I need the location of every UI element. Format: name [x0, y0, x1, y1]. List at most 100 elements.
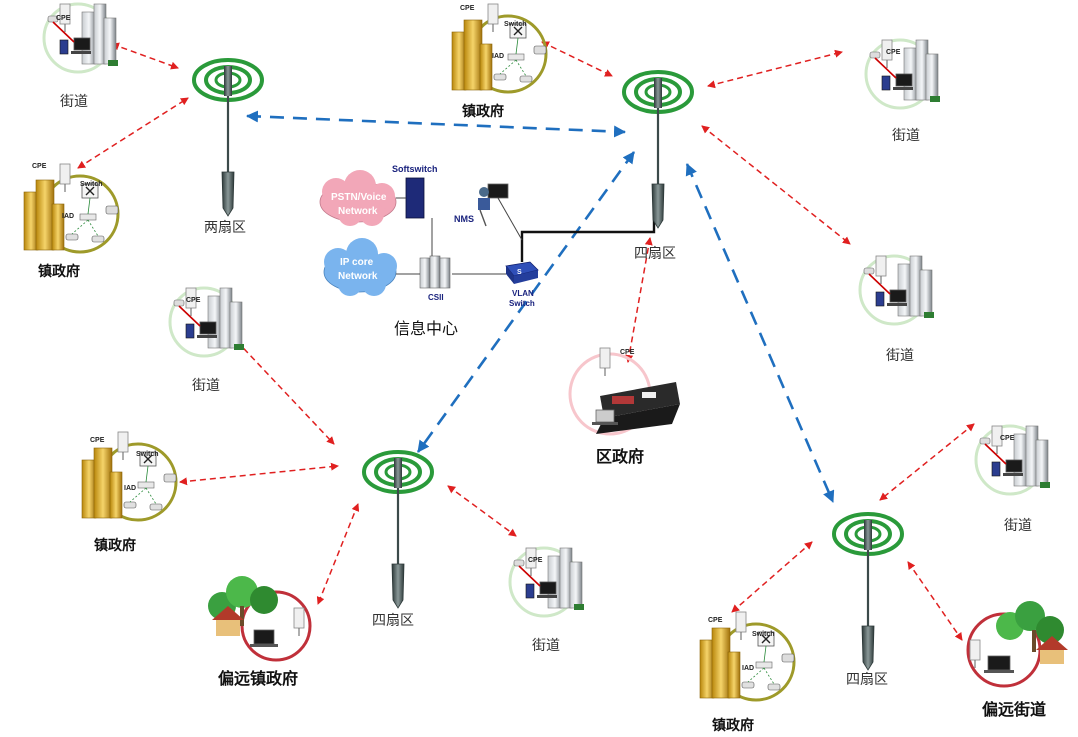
cpe-label: CPE: [460, 5, 475, 12]
building-icon: [510, 548, 584, 616]
access-link: [229, 333, 335, 445]
server-icon: [419, 255, 451, 289]
node-label: 镇政府: [94, 537, 136, 554]
iad-label: IAD: [492, 53, 504, 60]
street-node[interactable]: CPE 街道: [510, 548, 584, 654]
cloud-icon: [319, 170, 397, 226]
town-gov-node[interactable]: CPE Switch IAD 镇政府: [82, 432, 176, 554]
tower-four-sector-south[interactable]: 四扇区: [362, 450, 434, 629]
street-node[interactable]: CPE 街道: [866, 40, 940, 144]
node-label: 镇政府: [712, 717, 754, 734]
switch-label: Switch: [504, 21, 527, 28]
access-link: [179, 462, 339, 486]
computer-icon: [592, 409, 618, 425]
building-icon: [82, 432, 176, 520]
vlan-label: VLAN: [512, 289, 534, 298]
town-gov-node[interactable]: CPE Switch IAD 镇政府: [24, 163, 118, 280]
svg-text:S: S: [517, 269, 522, 276]
street-node[interactable]: CPE 街道: [976, 426, 1050, 534]
tower-icon: [192, 58, 264, 218]
cloud-label: IP core: [340, 257, 374, 268]
building-icon: [700, 612, 794, 700]
cpe-label: CPE: [528, 557, 543, 564]
backbone-link: [685, 163, 835, 503]
access-link: [77, 97, 189, 169]
town-gov-node[interactable]: CPE Switch IAD 镇政府: [452, 4, 546, 120]
cpe-label: CPE: [708, 617, 723, 624]
cpe-label: CPE: [886, 49, 901, 56]
access-link: [907, 561, 963, 641]
access-link: [625, 237, 653, 363]
switch-label: Switch: [80, 181, 103, 188]
remote-town-gov-node[interactable]: 偏远镇政府: [208, 576, 312, 688]
node-label: 偏远镇政府: [218, 669, 298, 688]
switch-label: Switch: [752, 631, 775, 638]
tree-icon: [996, 601, 1064, 652]
node-label: 镇政府: [462, 103, 504, 120]
building-icon: [452, 4, 546, 92]
links: [77, 41, 975, 641]
info-center-label: 信息中心: [394, 319, 458, 338]
remote-street-node[interactable]: 偏远街道: [966, 601, 1068, 719]
cpe-label: CPE: [90, 437, 105, 444]
access-link: [111, 42, 179, 70]
cloud-label: PSTN/Voice: [331, 192, 387, 203]
cpe-icon: [293, 607, 305, 637]
cpe-label: CPE: [1000, 435, 1015, 442]
tower-icon: [362, 450, 434, 610]
tower-four-sector-hub[interactable]: 四扇区: [622, 70, 694, 262]
cpe-label: CPE: [32, 163, 47, 170]
node-label: 街道: [886, 348, 914, 364]
cloud-icon: [323, 238, 397, 296]
cpe-label: CPE: [620, 349, 635, 356]
wired-link: [520, 220, 656, 262]
town-gov-node[interactable]: CPE Switch IAD 镇政府: [700, 612, 794, 734]
cpe-label: CPE: [56, 15, 71, 22]
tower-label: 四扇区: [634, 246, 676, 262]
access-link: [541, 41, 613, 77]
tower-two-sector[interactable]: 两扇区: [192, 58, 264, 236]
backbone-link: [416, 151, 636, 453]
street-node[interactable]: CPE 街道: [170, 288, 244, 394]
backbone-link: [246, 110, 626, 138]
computer-icon: [250, 629, 278, 647]
building-icon: [866, 40, 940, 108]
access-link: [701, 125, 851, 245]
district-gov-node[interactable]: CPE 区政府: [568, 347, 680, 466]
iad-label: IAD: [62, 213, 74, 220]
info-center[interactable]: PSTN/Voice Network IP core Network Softs…: [319, 164, 539, 338]
node-label: 街道: [532, 638, 560, 654]
street-node[interactable]: CPE 街道: [44, 4, 118, 110]
tower-label: 四扇区: [372, 613, 414, 629]
switch-icon: S: [505, 261, 539, 284]
cloud-label: Network: [338, 271, 378, 282]
tower-icon: [622, 70, 694, 230]
node-label: 街道: [192, 378, 220, 394]
tower-label: 两扇区: [204, 220, 246, 236]
node-label: 偏远街道: [982, 700, 1046, 719]
nms-label: NMS: [454, 214, 474, 224]
node-label: 区政府: [596, 447, 644, 466]
node-label: 街道: [60, 94, 88, 110]
node-label: 街道: [1004, 518, 1032, 534]
tree-icon: [208, 576, 278, 626]
iad-label: IAD: [124, 485, 136, 492]
street-node[interactable]: 街道: [860, 256, 934, 364]
access-link: [707, 49, 843, 89]
house-icon: [212, 606, 244, 636]
vlan-label: Switch: [509, 299, 535, 308]
node-label: 镇政府: [38, 263, 80, 280]
house-icon: [1036, 636, 1068, 664]
csii-label: CSII: [428, 293, 444, 302]
building-icon: [24, 164, 118, 252]
node-label: 街道: [892, 128, 920, 144]
access-link: [879, 423, 975, 501]
server-icon: [405, 177, 425, 219]
cloud-label: Network: [338, 206, 378, 217]
building-icon: [860, 256, 934, 324]
operator-icon: [478, 183, 523, 241]
tower-four-sector-southeast[interactable]: 四扇区: [832, 512, 904, 688]
switch-label: Switch: [136, 451, 159, 458]
building-icon: [170, 288, 244, 356]
